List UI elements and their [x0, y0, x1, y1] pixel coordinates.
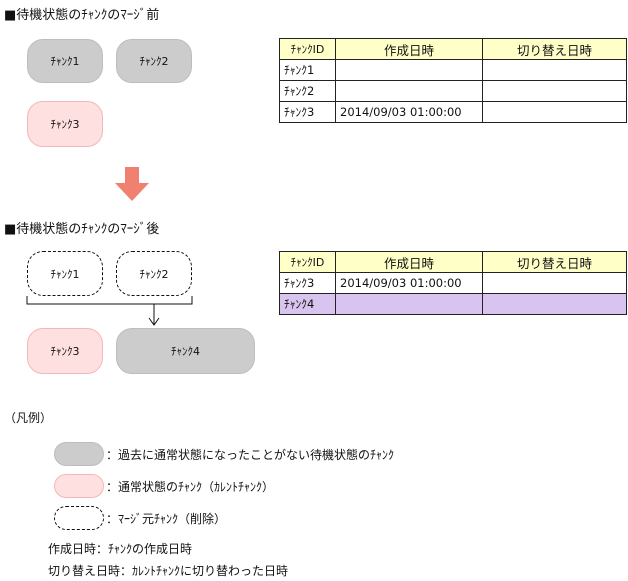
- legend-pink-swatch: [54, 474, 104, 498]
- chunk-3-after: ﾁｬﾝｸ3: [27, 328, 103, 374]
- table-header-row: ﾁｬﾝｸID 作成日時 切り替え日時: [279, 38, 627, 60]
- chunk-1-before: ﾁｬﾝｸ1: [27, 39, 103, 83]
- cell-switched: [482, 293, 627, 315]
- cell-id: ﾁｬﾝｸ3: [279, 101, 336, 123]
- header-created: 作成日時: [335, 38, 483, 60]
- cell-switched: [482, 59, 627, 81]
- legend-gray-swatch: [54, 442, 104, 466]
- table-header-row: ﾁｬﾝｸID 作成日時 切り替え日時: [279, 251, 627, 273]
- table-row: ﾁｬﾝｸ1: [279, 59, 627, 81]
- cell-switched: [482, 80, 627, 102]
- legend-dashed-swatch: [54, 506, 104, 530]
- cell-created: [335, 59, 483, 81]
- legend-switched-def: 切り替え日時：ｶﾚﾝﾄﾁｬﾝｸに切り替わった日時: [48, 564, 289, 578]
- cell-switched: [482, 101, 627, 123]
- header-created: 作成日時: [335, 251, 483, 273]
- header-switched: 切り替え日時: [482, 38, 627, 60]
- cell-created: 2014/09/03 01:00:00: [335, 272, 483, 294]
- table-row: ﾁｬﾝｸ3 2014/09/03 01:00:00: [279, 272, 627, 294]
- chunk-2-merged: ﾁｬﾝｸ2: [116, 251, 192, 296]
- legend-created-def: 作成日時：ﾁｬﾝｸの作成日時: [48, 542, 193, 556]
- chunk-4-after: ﾁｬﾝｸ4: [116, 328, 255, 374]
- after-heading: ■待機状態のﾁｬﾝｸのﾏｰｼﾞ後: [4, 222, 160, 237]
- cell-id: ﾁｬﾝｸ3: [279, 272, 336, 294]
- legend-pink-text: ：通常状態のﾁｬﾝｸ（ｶﾚﾝﾄﾁｬﾝｸ）: [106, 480, 275, 494]
- after-table: ﾁｬﾝｸID 作成日時 切り替え日時 ﾁｬﾝｸ3 2014/09/03 01:0…: [279, 251, 627, 315]
- before-heading: ■待機状態のﾁｬﾝｸのﾏｰｼﾞ前: [4, 8, 160, 23]
- cell-id: ﾁｬﾝｸ1: [279, 59, 336, 81]
- table-row: ﾁｬﾝｸ2: [279, 80, 627, 102]
- legend-gray-text: ：過去に通常状態になったことがない待機状態のﾁｬﾝｸ: [106, 448, 395, 462]
- legend-dashed-text: ：ﾏｰｼﾞ元ﾁｬﾝｸ（削除）: [106, 512, 227, 526]
- table-row: ﾁｬﾝｸ3 2014/09/03 01:00:00: [279, 101, 627, 123]
- cell-created: [335, 80, 483, 102]
- header-switched: 切り替え日時: [482, 251, 627, 273]
- cell-created: [335, 293, 483, 315]
- merge-bracket-icon: [26, 296, 193, 326]
- legend-title: （凡例）: [4, 411, 53, 425]
- chunk-2-before: ﾁｬﾝｸ2: [116, 39, 192, 83]
- before-table: ﾁｬﾝｸID 作成日時 切り替え日時 ﾁｬﾝｸ1 ﾁｬﾝｸ2 ﾁｬﾝｸ3 201…: [279, 38, 627, 123]
- chunk-1-merged: ﾁｬﾝｸ1: [27, 251, 103, 296]
- table-row-highlighted: ﾁｬﾝｸ4: [279, 293, 627, 315]
- header-chunk-id: ﾁｬﾝｸID: [279, 251, 336, 273]
- cell-switched: [482, 272, 627, 294]
- down-arrow-icon: [115, 167, 149, 201]
- chunk-3-before: ﾁｬﾝｸ3: [27, 101, 103, 147]
- header-chunk-id: ﾁｬﾝｸID: [279, 38, 336, 60]
- cell-id: ﾁｬﾝｸ2: [279, 80, 336, 102]
- cell-id: ﾁｬﾝｸ4: [279, 293, 336, 315]
- cell-created: 2014/09/03 01:00:00: [335, 101, 483, 123]
